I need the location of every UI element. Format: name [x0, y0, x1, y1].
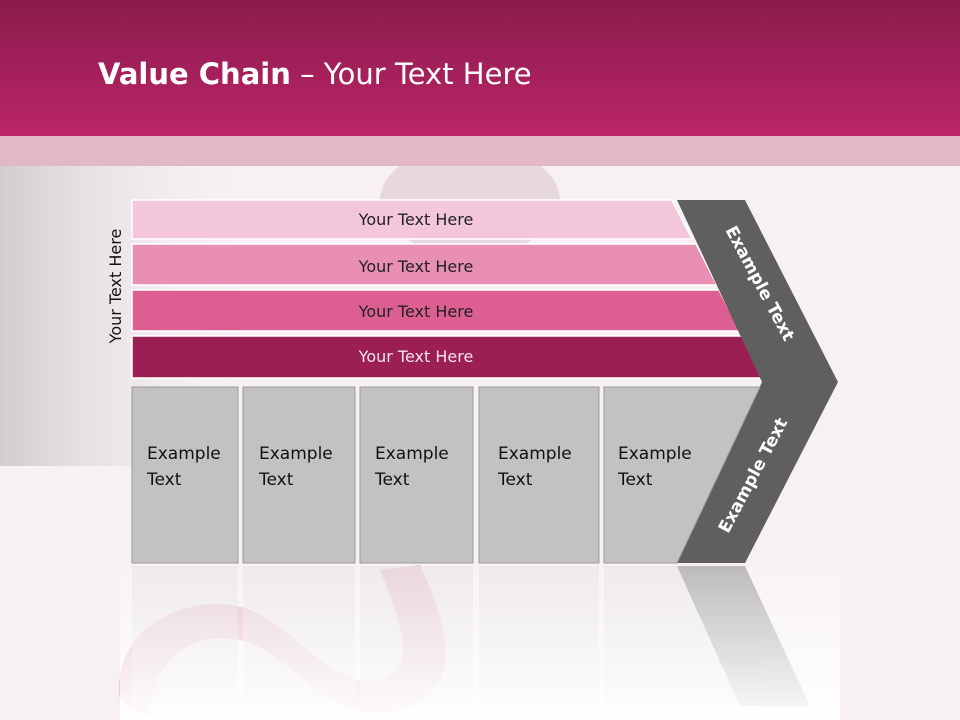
page-title: Value Chain – Your Text Here — [98, 56, 532, 92]
box-4: Example Text — [478, 386, 600, 564]
box-1-line1: Example — [147, 444, 221, 464]
row-4-label: Your Text Here — [358, 347, 474, 366]
chevron-arrow — [677, 200, 838, 563]
row-4: Your Text Here — [131, 335, 766, 379]
header-band — [0, 136, 960, 166]
box-2-line2: Text — [258, 470, 294, 490]
row-2-label: Your Text Here — [358, 257, 474, 276]
header-bar — [0, 0, 960, 136]
title-rest: – Your Text Here — [290, 57, 532, 91]
box-3-line2: Text — [374, 470, 410, 490]
box-4-line1: Example — [498, 444, 572, 464]
row-3: Your Text Here — [131, 289, 742, 332]
box-5: Example Text — [603, 386, 761, 564]
box-5-line1: Example — [618, 444, 692, 464]
box-4-line2: Text — [497, 470, 533, 490]
box-2-line1: Example — [259, 444, 333, 464]
reflection-fade — [120, 566, 840, 720]
box-1-line2: Text — [146, 470, 182, 490]
row-1-label: Your Text Here — [358, 210, 474, 229]
box-3-line1: Example — [375, 444, 449, 464]
row-2: Your Text Here — [131, 243, 719, 286]
box-1: Example Text — [131, 386, 239, 564]
box-3: Example Text — [359, 386, 474, 564]
row-1: Your Text Here — [131, 199, 694, 240]
row-3-label: Your Text Here — [358, 302, 474, 321]
box-5-line2: Text — [617, 470, 653, 490]
title-bold: Value Chain — [98, 57, 291, 91]
box-2: Example Text — [242, 386, 356, 564]
